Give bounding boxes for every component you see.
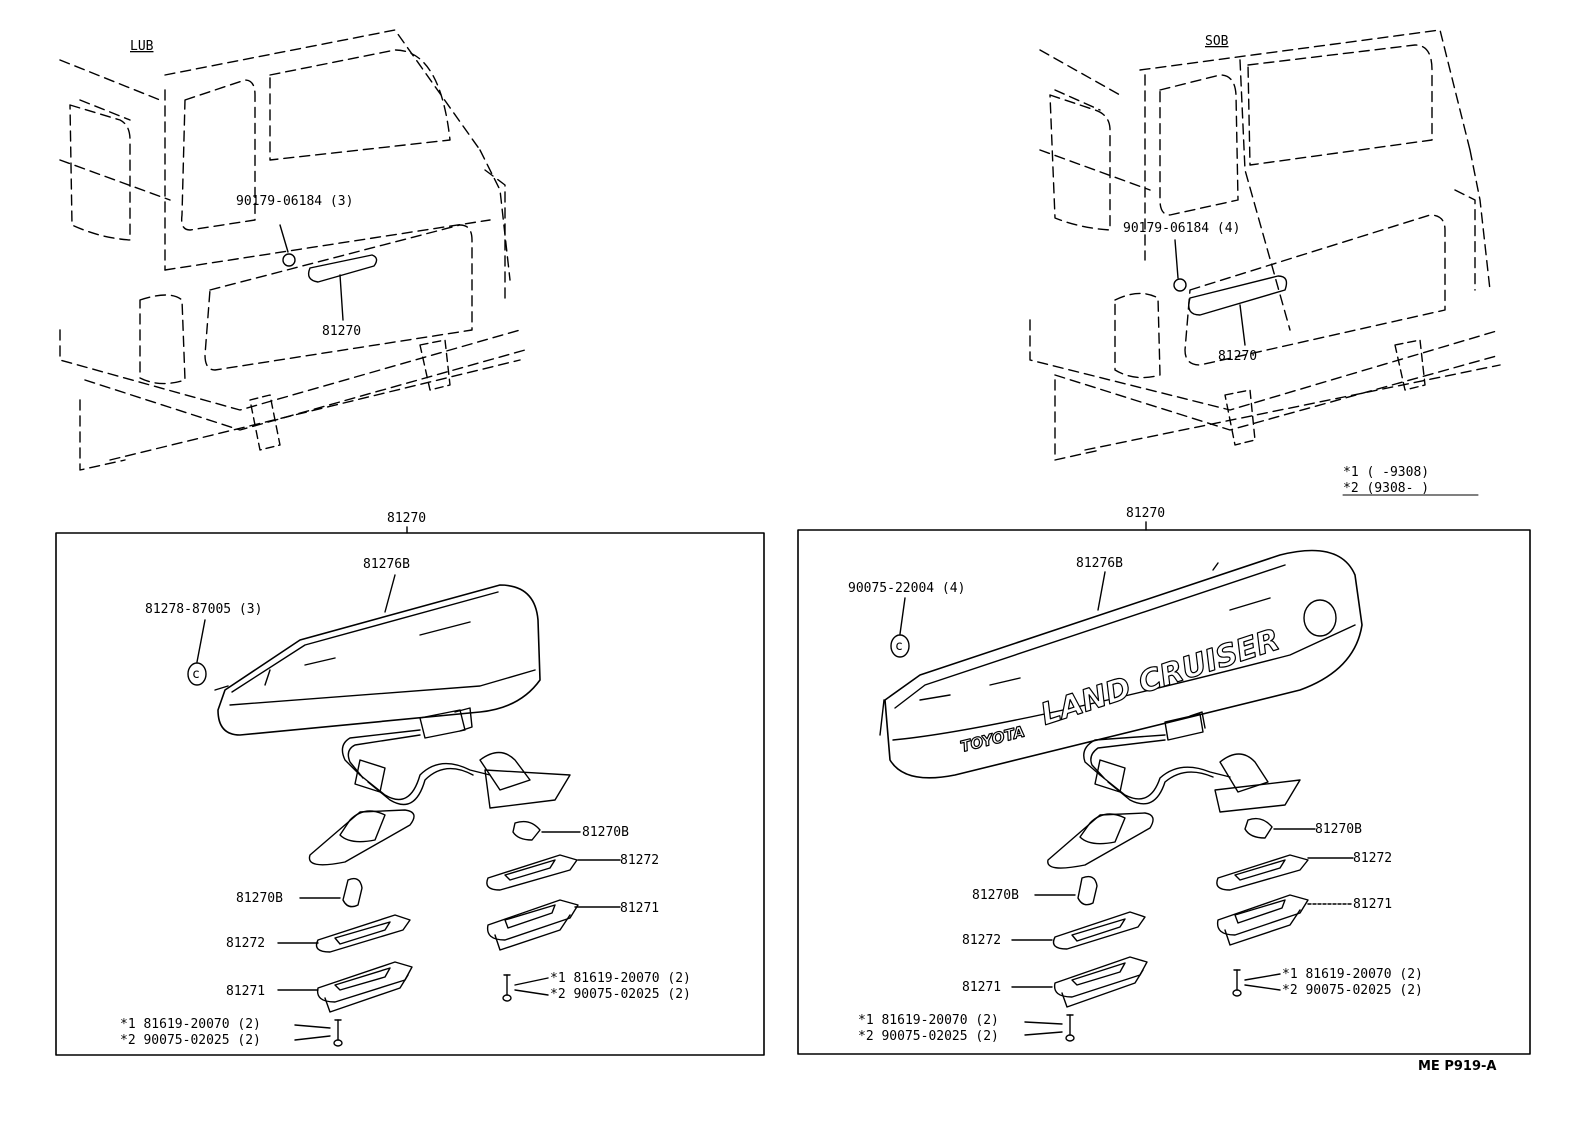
screw-label-right-2-right: *2 90075-02025 (2) — [1282, 983, 1423, 998]
svg-text:c: c — [895, 639, 903, 654]
lens-label-left: 81276B — [363, 557, 410, 572]
gasket-label-left-left: 81272 — [226, 936, 265, 951]
screw-label-right-1-left: *1 81619-20070 (2) — [550, 971, 691, 986]
screw-label-left-2-left: *2 90075-02025 (2) — [120, 1033, 261, 1048]
nut-label-right: 90075-22004 (4) — [848, 581, 965, 596]
screw-label-left-2-right: *2 90075-02025 (2) — [858, 1029, 999, 1044]
figure-code: ME P919-A — [1418, 1059, 1496, 1074]
screw-label-left-1-right: *1 81619-20070 (2) — [858, 1013, 999, 1028]
date-legend-line2: *2 (9308- ) — [1343, 481, 1429, 496]
bulb-label-left-left: 81270B — [236, 891, 283, 906]
lamp-label-sob: 81270 — [1218, 349, 1257, 364]
gasket-label-right-right: 81272 — [1353, 851, 1392, 866]
bulb-label-right-left: 81270B — [582, 825, 629, 840]
date-legend-line1: *1 ( -9308) — [1343, 465, 1429, 480]
clip-label-sob: 90179-06184 (4) — [1123, 221, 1240, 236]
lens-logo-model: LAND CRUISER — [1037, 622, 1284, 732]
gasket-label-left-right: 81272 — [962, 933, 1001, 948]
screw-label-left-1-left: *1 81619-20070 (2) — [120, 1017, 261, 1032]
bulb-label-right-right: 81270B — [1315, 822, 1362, 837]
bulb-label-left-right: 81270B — [972, 888, 1019, 903]
box-title-left: 81270 — [387, 511, 426, 526]
view-header-lub: LUB — [130, 39, 154, 54]
housing-label-left-right: 81271 — [962, 980, 1001, 995]
svg-text:c: c — [192, 667, 200, 682]
nut-label-left: 81278-87005 (3) — [145, 602, 262, 617]
screw-label-right-1-right: *1 81619-20070 (2) — [1282, 967, 1423, 982]
lens-logo-brand: TOYOTA — [959, 723, 1027, 756]
lamp-label-lub: 81270 — [322, 324, 361, 339]
exploded-view-box-left: 81270 c 81278-87005 (3) 81276B — [55, 511, 765, 1056]
housing-label-right-right: 81271 — [1353, 897, 1392, 912]
housing-label-right-left: 81271 — [620, 901, 659, 916]
view-header-sob: SOB — [1205, 34, 1229, 49]
lens-label-right: 81276B — [1076, 556, 1123, 571]
screw-label-right-2-left: *2 90075-02025 (2) — [550, 987, 691, 1002]
vehicle-rear-view-lub: LUB 90179-06184 (3) 81270 — [59, 29, 526, 471]
date-legend: *1 ( -9308) *2 (9308- ) — [1342, 465, 1479, 496]
box-title-right: 81270 — [1126, 506, 1165, 521]
exploded-view-box-right: 81270 LAND CRUISER TOYOTA c 90075-22004 … — [797, 506, 1531, 1055]
clip-label-lub: 90179-06184 (3) — [236, 194, 353, 209]
housing-label-left-left: 81271 — [226, 984, 265, 999]
vehicle-rear-view-sob: SOB 90179-06184 (4) 81270 — [1029, 29, 1501, 461]
gasket-label-right-left: 81272 — [620, 853, 659, 868]
